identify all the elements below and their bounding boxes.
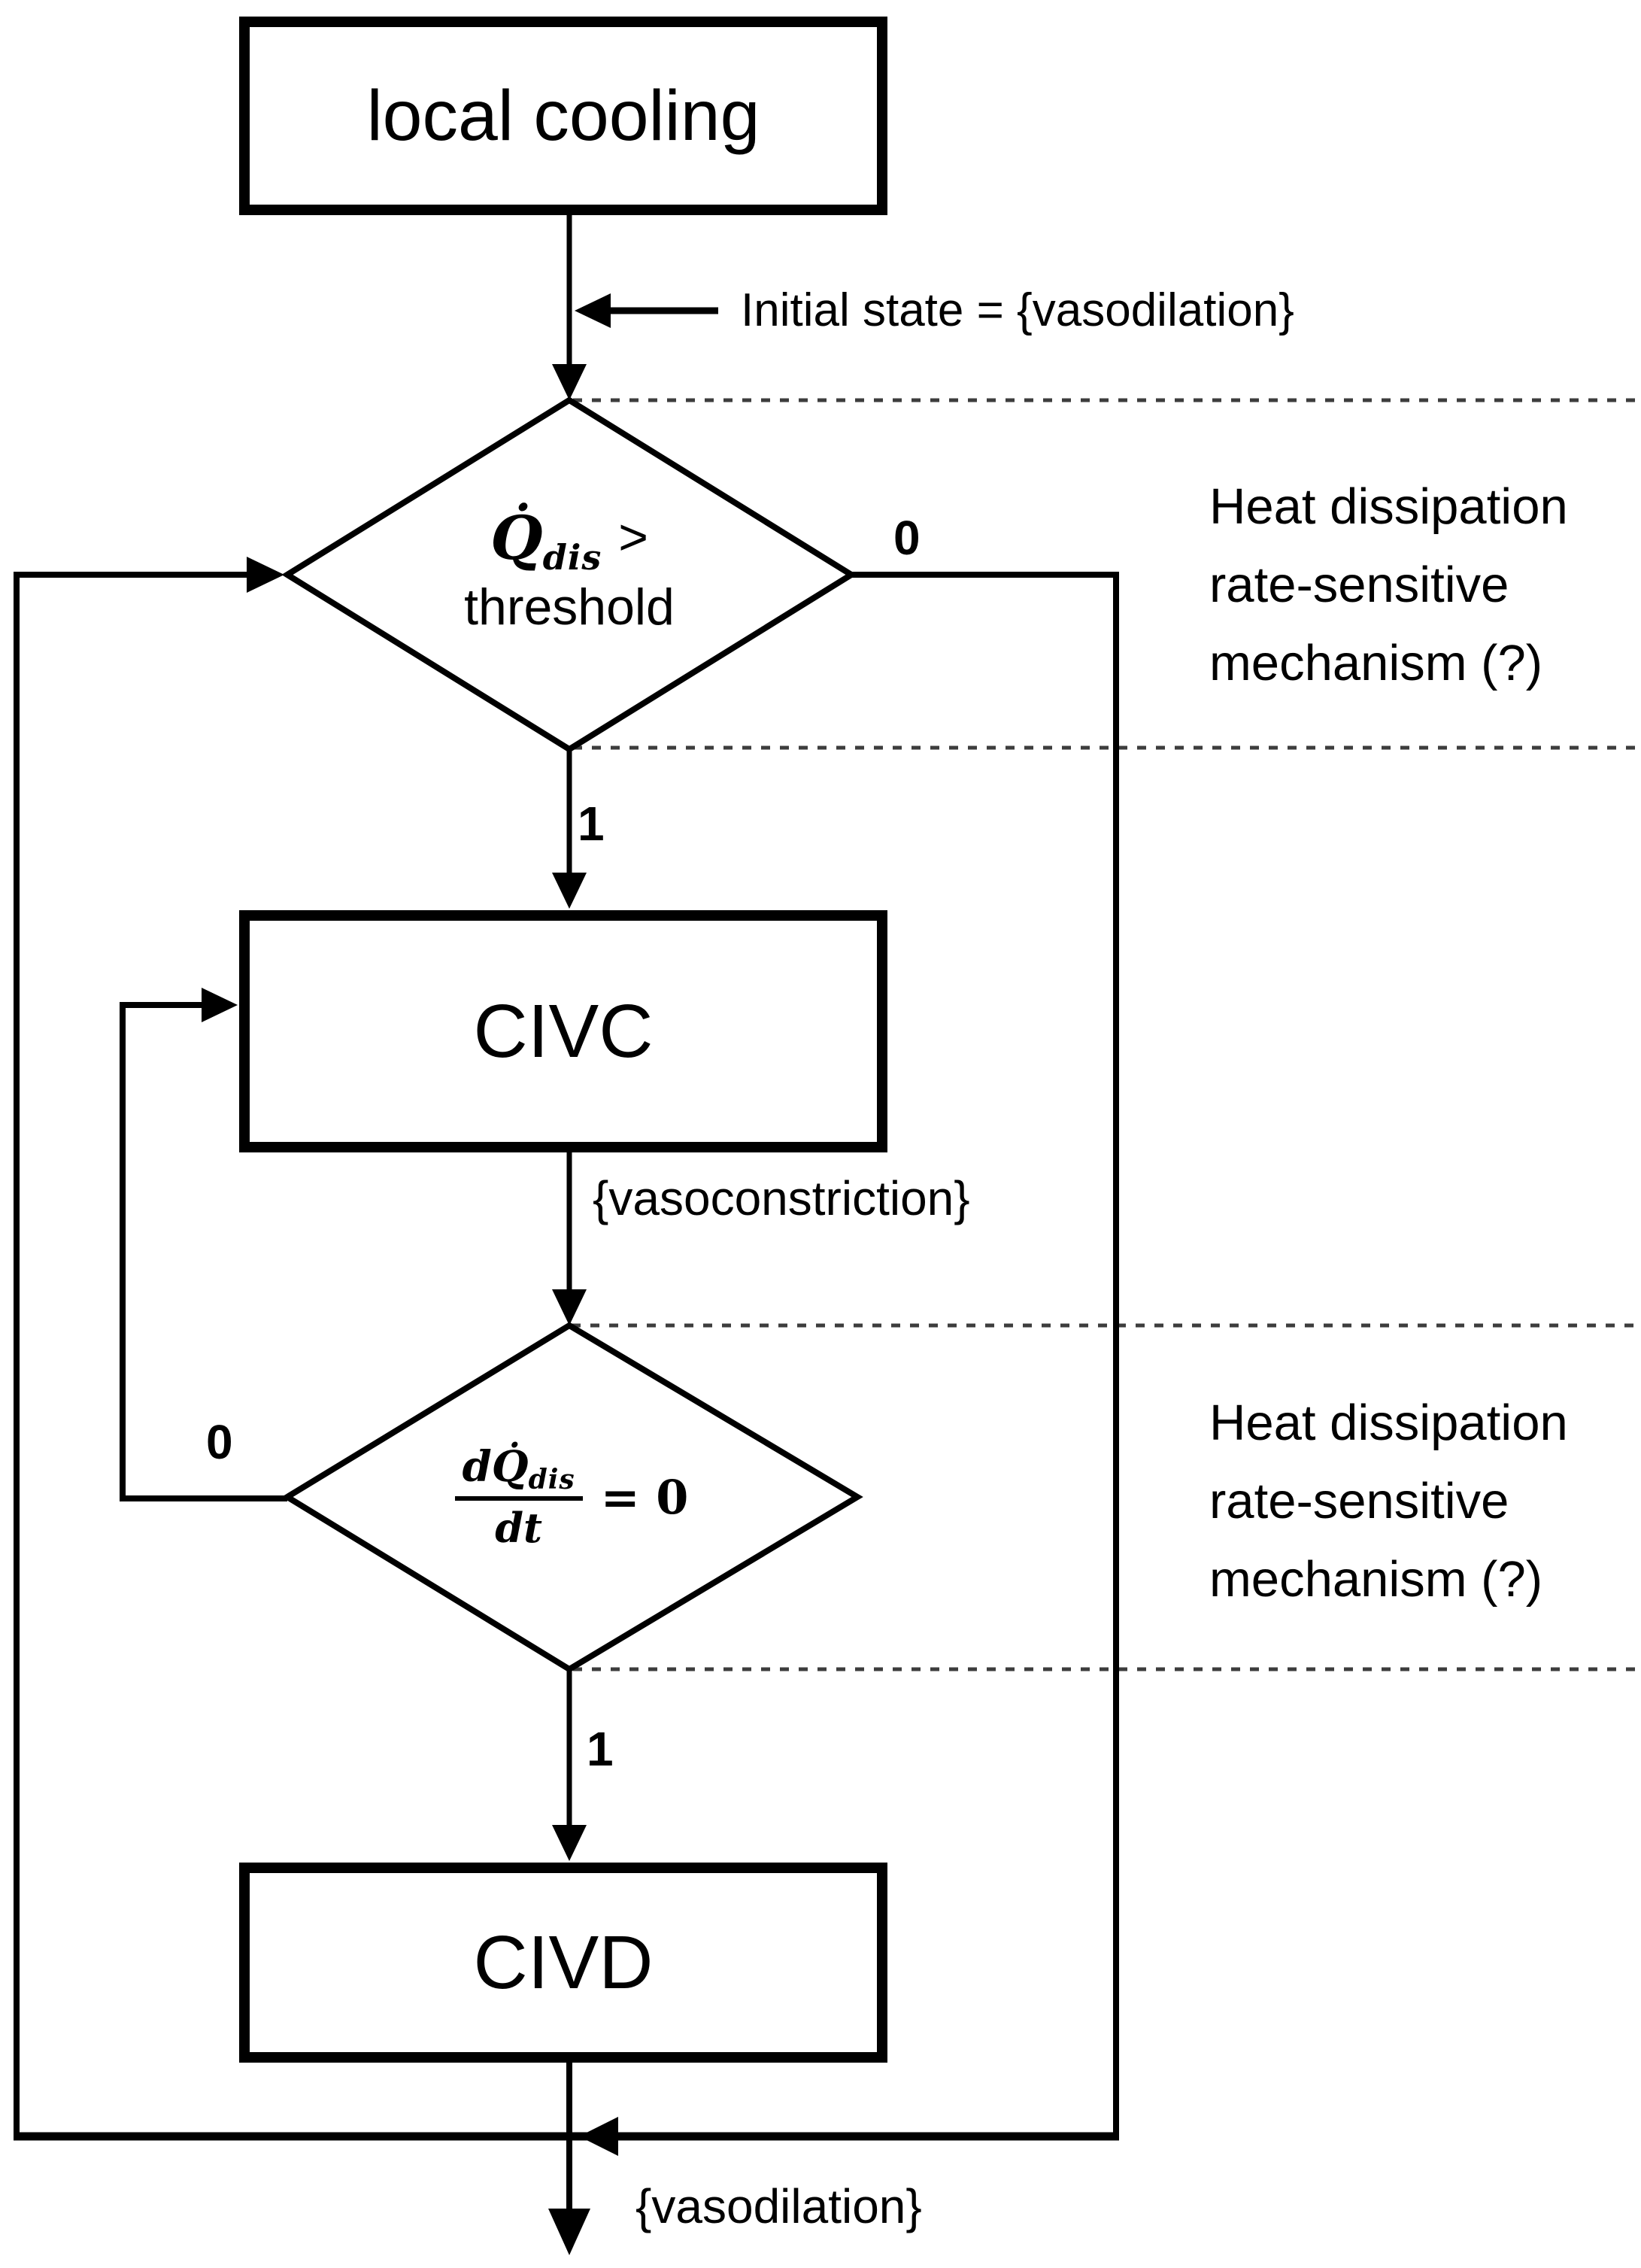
civc-box: CIVC xyxy=(239,910,887,1152)
decision1-branch-0-label: 0 xyxy=(893,511,921,565)
vasoconstriction-label: {vasoconstriction} xyxy=(593,1171,970,1225)
initial-state-label: Initial state = {vasodilation} xyxy=(741,284,1294,336)
arrowhead-civd-top-icon xyxy=(552,1825,587,1861)
decision1-formula-line2: threshold xyxy=(464,578,675,636)
decision1-formula-line1: Q̇dis > xyxy=(344,502,795,578)
dqdot-symbol: dQ̇ xyxy=(462,1442,529,1492)
qdot-subscript: dis xyxy=(542,537,602,578)
decision2-branch-1-label: 1 xyxy=(587,1722,614,1776)
annotation-mechanism-1: Heat dissipation rate-sensitive mechanis… xyxy=(1209,478,1568,691)
arrowhead-initial-state-icon xyxy=(575,293,611,328)
civc-label: CIVC xyxy=(473,988,654,1073)
vasodilation-output-label: {vasodilation} xyxy=(635,2179,922,2233)
arrowhead-into-decision1-icon xyxy=(247,557,284,593)
decision1-branch-1-label: 1 xyxy=(578,797,605,851)
arrowhead-output-bottom-icon xyxy=(548,2209,590,2255)
greater-than-operator: > xyxy=(618,509,648,566)
arrowhead-decision2-top-icon xyxy=(552,1289,587,1325)
arrowhead-merge-left-icon xyxy=(579,2117,618,2156)
decision2-formula: dQ̇dis dt = 0 xyxy=(346,1429,797,1565)
arrowhead-decision1-top-icon xyxy=(552,364,587,400)
arrowhead-into-civc-icon xyxy=(202,988,238,1022)
arrowhead-civc-top-icon xyxy=(552,873,587,909)
fraction-denominator: dt xyxy=(495,1504,542,1552)
civd-label: CIVD xyxy=(473,1920,654,2005)
derivative-fraction: dQ̇dis dt xyxy=(454,1442,583,1552)
decision1-formula: Q̇dis > threshold xyxy=(344,502,795,636)
annotation-mechanism-2: Heat dissipation rate-sensitive mechanis… xyxy=(1209,1395,1568,1608)
decision2-branch-0-label: 0 xyxy=(206,1415,233,1469)
dqdot-subscript: dis xyxy=(528,1464,575,1495)
fraction-numerator: dQ̇dis xyxy=(454,1442,583,1501)
local-cooling-label: local cooling xyxy=(366,75,760,156)
civd-box: CIVD xyxy=(239,1863,887,2063)
qdot-symbol: Q̇ xyxy=(490,502,543,573)
equals-zero: = 0 xyxy=(600,1469,689,1525)
local-cooling-box: local cooling xyxy=(239,17,887,215)
